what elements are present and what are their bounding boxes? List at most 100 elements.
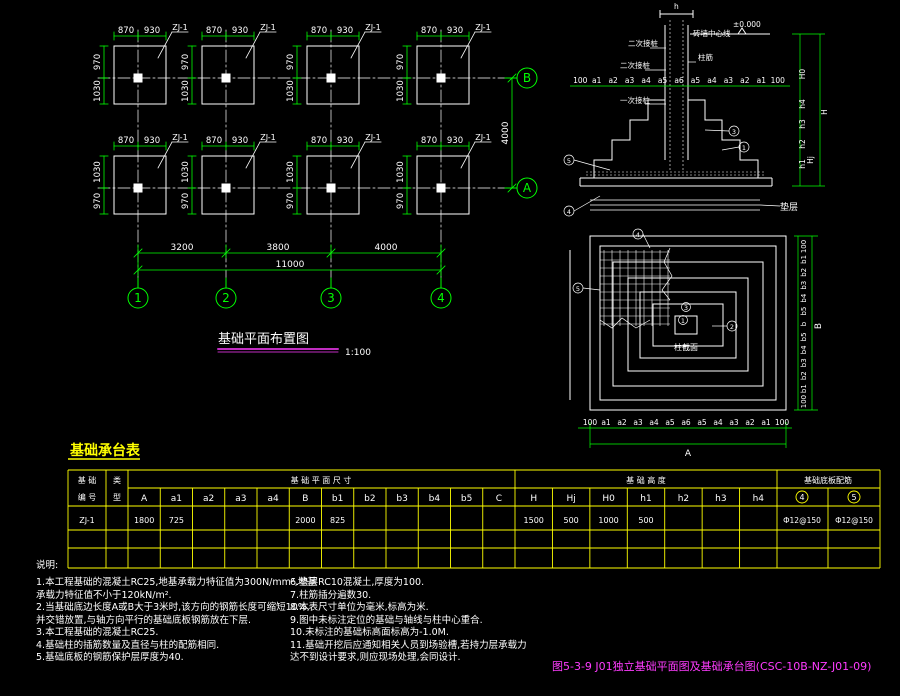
col-plan-10: b5 <box>461 494 472 504</box>
footing-1-0 <box>113 155 167 215</box>
dim-side-b: 1030 <box>396 80 406 102</box>
sec-dim-2: a2 <box>608 76 618 85</box>
dim-top-b: 930 <box>337 136 353 146</box>
column-0-3 <box>436 73 446 83</box>
col-plan-1: a1 <box>171 494 182 504</box>
section-elev: ±0.000 <box>733 20 761 29</box>
footing-mark: ZJ-1 <box>260 23 276 32</box>
row-H: 1500 <box>524 516 544 525</box>
note-line: 达不到设计要求,则应现场处理,会同设计. <box>290 652 461 663</box>
dim-top-a: 870 <box>206 26 222 36</box>
fp-marker-2: 2 <box>730 323 734 331</box>
note-line: 承载力特征值不小于120kN/m². <box>36 589 172 601</box>
dim-side-b: 1030 <box>93 80 103 102</box>
row-A: 1800 <box>134 516 154 525</box>
sec-rdim-6: H <box>820 109 829 115</box>
note-line: 10.未标注的基础标高面标高为-1.0M. <box>290 627 449 638</box>
footing-1-2 <box>306 155 360 215</box>
sec-rdim-0: H0 <box>798 69 807 80</box>
col-plan-4: a4 <box>268 494 280 504</box>
grid-4: 4 <box>437 291 445 305</box>
col-height-5: h3 <box>715 494 726 504</box>
dim-side-a: 970 <box>181 54 191 70</box>
footing-mark: ZJ-1 <box>172 23 188 32</box>
dim-side-a: 970 <box>286 54 296 70</box>
total-span: 11000 <box>276 260 305 270</box>
col-plan-9: b4 <box>429 494 441 504</box>
dim-side-b: 970 <box>93 193 103 209</box>
dim-top-b: 930 <box>447 136 463 146</box>
column-1-2 <box>326 183 336 193</box>
col-height-3: h1 <box>640 494 651 504</box>
fp-column-label: 柱截面 <box>674 342 698 352</box>
dim-side-b: 970 <box>396 193 406 209</box>
section-label-4: 二次接桩 <box>620 60 650 70</box>
row-r4: Ф12@150 <box>783 516 821 525</box>
grid-3: 3 <box>327 291 335 305</box>
footing-mark: ZJ-1 <box>475 133 491 142</box>
span-1: 3200 <box>171 243 194 253</box>
fp-bdim-0: 100 <box>583 418 598 427</box>
col-height-6: h4 <box>753 494 765 504</box>
fp-rdim-10: b2 <box>800 371 808 380</box>
section-label-1: 砖墙中心线 <box>693 28 731 38</box>
footing-1-3 <box>416 155 470 215</box>
sec-rdim-5: Hj <box>806 156 815 164</box>
dim-side-a: 970 <box>396 54 406 70</box>
fp-bdim-5: a5 <box>665 418 675 427</box>
dim-top-b: 930 <box>144 136 160 146</box>
footing-mark: ZJ-1 <box>475 23 491 32</box>
section-bedding: 垫层 <box>780 201 798 213</box>
col-height-0: H <box>530 494 537 504</box>
row-B: 2000 <box>295 516 315 525</box>
note-line: 11.基础开挖后应通知相关人员到场验槽,若持力层承载力 <box>290 639 527 651</box>
footing-mark: ZJ-1 <box>365 23 381 32</box>
plan-scale: 1:100 <box>345 348 371 358</box>
hdr-no-bottom: 编 号 <box>78 492 97 502</box>
footing-mark: ZJ-1 <box>172 133 188 142</box>
fp-bdim-11: a1 <box>761 418 771 427</box>
col-plan-5: B <box>302 494 308 504</box>
fp-marker-5: 5 <box>576 285 580 293</box>
note-line: 3.本工程基础的混凝土RC25. <box>36 627 159 638</box>
grid-1: 1 <box>134 291 142 305</box>
section-h: h <box>674 2 679 11</box>
fp-rdim-1: b1 <box>800 255 808 264</box>
dim-side-b: 1030 <box>286 80 296 102</box>
span-2: 3800 <box>267 243 290 253</box>
dim-top-b: 930 <box>232 26 248 36</box>
fp-dim-A: A <box>685 449 692 459</box>
col-height-2: H0 <box>602 494 615 504</box>
dim-side-b: 1030 <box>181 80 191 102</box>
note-line: 6.垫层RC10混凝土,厚度为100. <box>290 577 425 588</box>
sec-dim-4: a4 <box>641 76 651 85</box>
row-b1: 825 <box>330 516 345 525</box>
col-plan-3: a3 <box>235 494 246 504</box>
note-line: 5.基础底板的钢筋保护层厚度为40. <box>36 652 184 663</box>
column-0-0 <box>133 73 143 83</box>
dim-top-a: 870 <box>311 136 327 146</box>
column-0-1 <box>221 73 231 83</box>
footing-0-0 <box>113 45 167 105</box>
fp-bdim-9: a3 <box>729 418 739 427</box>
fp-bdim-6: a6 <box>681 418 691 427</box>
fp-rdim-8: b4 <box>800 345 808 354</box>
section-label-2: 柱筋 <box>698 52 713 62</box>
sec-marker-3: 3 <box>732 128 736 136</box>
footing-0-2 <box>306 45 360 105</box>
dim-side-a: 1030 <box>286 161 296 183</box>
fp-rdim-5: b5 <box>800 307 808 316</box>
notes-title: 说明: <box>36 560 59 571</box>
fp-bdim-10: a2 <box>745 418 755 427</box>
vertical-span: 4000 <box>501 121 511 144</box>
row-Hj: 500 <box>564 516 579 525</box>
fp-marker-4: 4 <box>636 231 640 239</box>
sec-dim-5: a5 <box>658 76 668 85</box>
sec-dim-1: a1 <box>592 76 602 85</box>
note-line: 并交错放置,与轴方向平行的基础底板钢筋放在下层. <box>36 614 252 626</box>
hdr-height: 基 础 高 度 <box>626 475 666 485</box>
